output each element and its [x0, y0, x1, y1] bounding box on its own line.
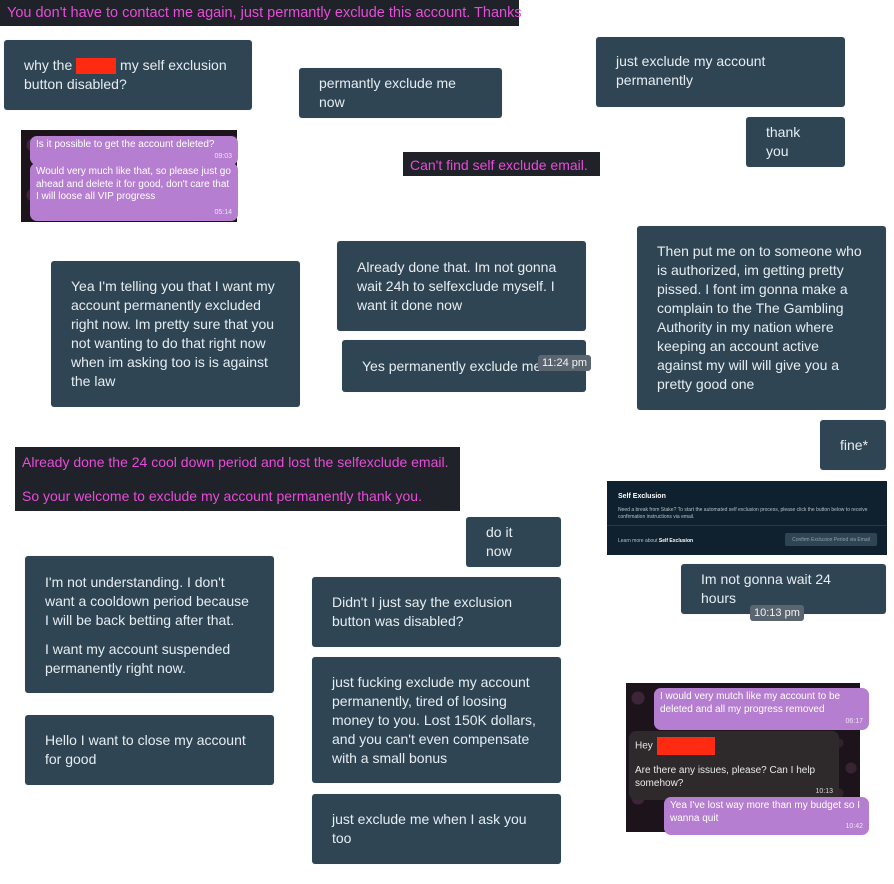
- timestamp-badge: 11:24 pm: [538, 355, 592, 371]
- message-text-c: button disabled?: [24, 76, 127, 92]
- message-text: Im not gonna wait 24 hours: [701, 571, 831, 606]
- message-text: Yes permanently exclude me: [362, 357, 542, 374]
- chat-time: 10:13: [815, 787, 833, 795]
- message-fine: fine*: [820, 420, 886, 470]
- chat-bubble: Is it possible to get the account delete…: [30, 136, 238, 165]
- chat-bubble-text: Is it possible to get the account delete…: [36, 139, 215, 150]
- message-text: just fucking exclude my account permanen…: [332, 674, 536, 766]
- chat-bubble: Hey Are there any issues, please? Can I …: [629, 731, 839, 800]
- chat-time: 09:03: [214, 152, 232, 160]
- chat-bubble: I would very mutch like my account to be…: [654, 688, 869, 730]
- message-text: fine*: [840, 436, 869, 453]
- learn-more-link[interactable]: Self Exclusion: [658, 538, 694, 544]
- confirm-exclusion-button[interactable]: Confirm Exclusion Period via Email: [785, 533, 877, 546]
- banner-line: Already done the 24 cool down period and…: [22, 454, 449, 470]
- message-text: do it now: [486, 524, 513, 559]
- message-do-it-now: do it now: [466, 517, 561, 567]
- chat-bubble-text: Would very much like that, so please jus…: [36, 166, 231, 202]
- chat-greeting: Hey: [635, 740, 653, 752]
- message-didnt-i-say: Didn't I just say the exclusion button w…: [312, 577, 561, 647]
- message-hello-close: Hello I want to close my account for goo…: [25, 715, 274, 785]
- message-just-exclude-permanently: just exclude my account permanently: [596, 37, 845, 107]
- panel-title: Self Exclusion: [618, 493, 666, 500]
- message-text: thank you: [766, 124, 801, 159]
- message-permantly-exclude-now: permantly exclude me now: [299, 68, 502, 118]
- message-already-done: Already done that. Im not gonna wait 24h…: [337, 241, 586, 331]
- chat-bubble: Yea I've lost way more than my budget so…: [664, 797, 869, 835]
- message-text: just exclude me when I ask you too: [332, 811, 527, 846]
- chat-bubble-text: I would very mutch like my account to be…: [660, 691, 841, 715]
- chat-time: 06:17: [845, 717, 863, 725]
- divider: [607, 525, 887, 526]
- message-when-i-ask: just exclude me when I ask you too: [312, 794, 561, 864]
- timestamp-badge: 10:13 pm: [750, 605, 804, 621]
- message-text: Hello I want to close my account for goo…: [45, 732, 246, 767]
- chat-time: 05:14: [214, 208, 232, 216]
- message-text: Didn't I just say the exclusion button w…: [332, 594, 513, 629]
- message-text: I'm not understanding. I don't want a co…: [45, 574, 249, 628]
- banner-cooldown: Already done the 24 cool down period and…: [15, 447, 460, 511]
- message-text-b: my self exclusion: [120, 57, 227, 73]
- learn-more-prefix: Learn more about: [618, 538, 658, 544]
- message-text: Then put me on to someone who is authori…: [657, 243, 862, 392]
- chat-screenshot-vip: Is it possible to get the account delete…: [21, 130, 238, 222]
- self-exclusion-panel: Self Exclusion Need a break from Stake? …: [607, 481, 887, 555]
- redaction-bar: [76, 58, 117, 75]
- timestamp-text: 11:24 pm: [542, 357, 588, 369]
- banner-permantly-exclude: You don't have to contact me again, just…: [0, 0, 522, 26]
- message-yea-telling: Yea I'm telling you that I want my accou…: [51, 261, 300, 407]
- message-text: Yea I'm telling you that I want my accou…: [71, 278, 275, 389]
- chat-screenshot-budget: I would very mutch like my account to be…: [626, 683, 869, 835]
- banner-text: You don't have to contact me again, just…: [7, 5, 522, 21]
- banner-line: So your welcome to exclude my account pe…: [22, 488, 422, 504]
- message-thank-you: thank you: [746, 117, 845, 167]
- chat-bubble-text: Yea I've lost way more than my budget so…: [670, 800, 860, 824]
- message-not-understanding: I'm not understanding. I don't want a co…: [25, 556, 274, 693]
- message-text: I want my account suspended permanently …: [45, 641, 231, 676]
- banner-text: Can't find self exclude email.: [410, 157, 588, 173]
- learn-more: Learn more about Self Exclusion: [618, 538, 693, 544]
- message-text: permantly exclude me now: [319, 75, 456, 110]
- timestamp-text: 10:13 pm: [754, 607, 800, 619]
- message-text: just exclude my account permanently: [616, 53, 766, 88]
- message-why-disabled: why the my self exclusion button disable…: [4, 40, 252, 110]
- chat-bubble-text: Are there any issues, please? Can I help…: [635, 765, 816, 789]
- banner-cant-find-email: Can't find self exclude email.: [403, 152, 600, 176]
- message-lost-150k: just fucking exclude my account permanen…: [312, 657, 561, 783]
- panel-description: Need a break from Stake? To start the au…: [618, 507, 868, 520]
- chat-time: 10:42: [845, 822, 863, 830]
- redaction-bar: [656, 737, 715, 755]
- message-text-a: why the: [24, 57, 73, 73]
- message-text: Already done that. Im not gonna wait 24h…: [357, 259, 557, 313]
- message-authorized: Then put me on to someone who is authori…: [637, 226, 886, 410]
- chat-bubble: Would very much like that, so please jus…: [30, 163, 238, 221]
